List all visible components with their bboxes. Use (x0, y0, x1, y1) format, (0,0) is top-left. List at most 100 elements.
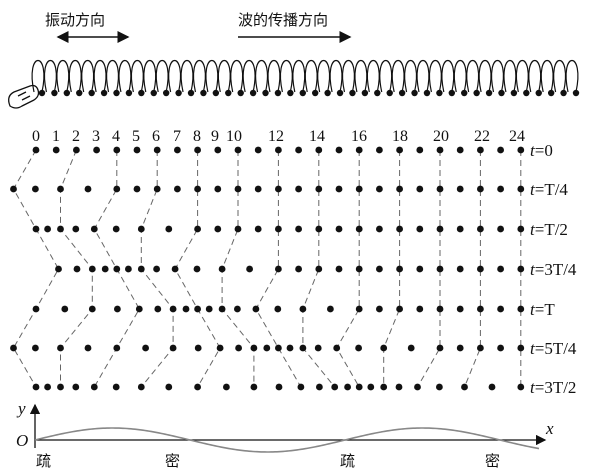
particle-number: 1 (52, 128, 60, 145)
spring-bead (572, 89, 580, 97)
spring-loop (230, 60, 244, 93)
particle-dot (380, 383, 388, 391)
particle-dot (32, 185, 39, 193)
spring-bead (162, 89, 170, 97)
particle-dot (456, 265, 464, 273)
particle-dot (396, 185, 403, 193)
particle-dot (395, 383, 403, 391)
spring-loop (267, 60, 281, 93)
spring-loop (255, 60, 268, 93)
particle-dot (57, 383, 64, 391)
spring-loop (205, 60, 219, 93)
particle-dot (153, 265, 161, 273)
particle-number: 16 (351, 128, 367, 145)
particle-dot (286, 344, 294, 352)
spring-bead (349, 89, 356, 97)
particle-dot (137, 225, 145, 233)
spring-loop (155, 60, 169, 93)
particle-dot (517, 146, 525, 154)
particle-dot (416, 225, 424, 233)
particle-dot (477, 344, 484, 352)
spring-bead (38, 89, 46, 97)
particle-dot (44, 383, 51, 391)
particle-dot (234, 146, 242, 154)
density-label-dense-1: 密 (165, 452, 180, 470)
spring-bead (150, 89, 157, 97)
spring-loop (43, 60, 57, 93)
spring-bead (436, 89, 443, 97)
spring-loop (180, 60, 194, 93)
particle-dot (165, 225, 173, 233)
particle-dot (112, 225, 120, 233)
particle-dot (275, 265, 282, 273)
spring-loop (416, 60, 430, 93)
spring-bead (523, 89, 530, 97)
spring-bead (249, 89, 257, 97)
particle-dot (396, 146, 403, 154)
spring-loop (118, 60, 132, 93)
spring-loop (31, 60, 45, 93)
particle-rows (10, 146, 525, 391)
particle-dot (416, 265, 424, 273)
particle-dot (355, 225, 363, 233)
particle-dot (295, 146, 302, 154)
particle-dot (275, 225, 282, 233)
particle-dot (436, 383, 443, 391)
particle-dot (57, 225, 64, 233)
particle-dot (72, 383, 80, 391)
particle-dot (114, 305, 121, 313)
spring-bead (113, 89, 120, 97)
particle-dot (73, 265, 81, 273)
particle-dot (124, 265, 132, 273)
particle-number: 7 (173, 128, 181, 145)
particle-dot (234, 305, 241, 313)
particle-dot (174, 185, 181, 193)
spring-loop (93, 60, 107, 93)
particle-dot (488, 383, 496, 391)
particle-dot (88, 265, 96, 273)
particle-dot (335, 265, 343, 273)
particle-dot (335, 225, 343, 233)
particle-dot (263, 344, 271, 352)
particle-dot (456, 225, 464, 233)
spring-bead (398, 89, 406, 97)
particle-dot (73, 146, 80, 154)
spring-bead (237, 89, 244, 97)
particle-dot (333, 344, 341, 352)
particle-dot (174, 146, 181, 154)
particle-number: 22 (474, 128, 490, 145)
particle-dot (246, 265, 254, 273)
spring-bead (88, 89, 95, 97)
particle-dot (169, 305, 177, 313)
spring-loop (342, 60, 355, 93)
particle-dot (275, 146, 282, 154)
particle-dot (477, 265, 484, 273)
spring-bead (324, 89, 331, 97)
particle-dot (10, 185, 17, 193)
spring-loop (292, 60, 306, 93)
particle-dot (194, 383, 202, 391)
particle-dot (194, 225, 202, 233)
particle-row-4 (32, 305, 525, 313)
spring-loop (441, 60, 455, 93)
spring-loop (68, 60, 82, 93)
particle-dot (254, 225, 262, 233)
particle-dot (396, 225, 403, 233)
particle-dot (456, 344, 464, 352)
spring-loop (130, 60, 144, 93)
spring-bead (125, 89, 133, 97)
particle-dot (497, 225, 504, 233)
particle-dot (101, 265, 109, 273)
particle-dot (194, 344, 202, 352)
spring-bead (312, 89, 319, 97)
spring-bead (386, 89, 393, 97)
spring-bead (287, 89, 294, 97)
particle-number: 2 (72, 128, 80, 145)
particle-dot (315, 146, 323, 154)
particle-dot (335, 185, 343, 193)
particle-dot (477, 146, 484, 154)
propagation-direction-label: 波的传播方向 (238, 11, 328, 29)
particle-dot (517, 344, 525, 352)
spring-loop (279, 60, 293, 93)
